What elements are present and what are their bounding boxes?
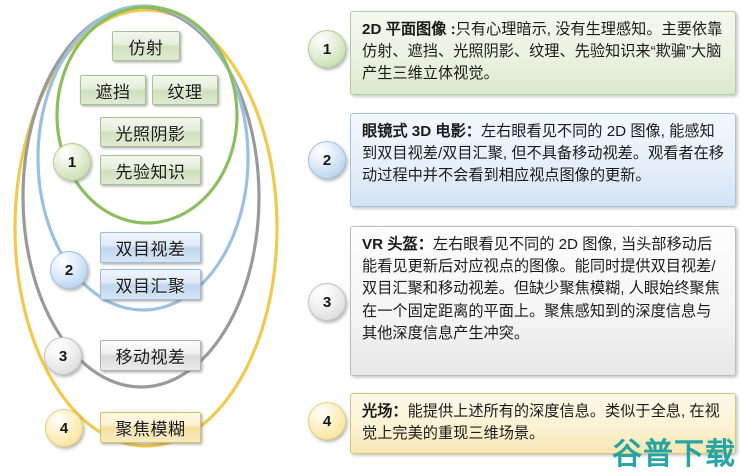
panel-lead: VR 头盔：	[362, 236, 433, 253]
node-label: 仿射	[128, 38, 164, 58]
node-box-texture[interactable]: 纹理	[152, 75, 218, 105]
panel-marker-number: 4	[322, 412, 332, 430]
panel-vr-headset[interactable]: VR 头盔：左右眼看见不同的 2D 图像, 当头部移动后能看见更新后对应视点的图…	[350, 226, 736, 376]
outer-yellow-ring	[13, 8, 279, 448]
ring-marker-number: 4	[59, 419, 69, 437]
node-box-lighting-shadow[interactable]: 光照阴影	[100, 117, 201, 147]
panel-body: 左右眼看见不同的 2D 图像, 能感知到双目视差/双目汇聚, 但不具备移动视差。…	[362, 123, 724, 185]
node-box-prior-knowledge[interactable]: 先验知识	[100, 155, 201, 185]
panel-marker-2[interactable]: 2	[308, 141, 346, 179]
node-label: 双目汇聚	[115, 277, 186, 296]
node-label: 纹理	[167, 82, 203, 102]
panel-marker-number: 3	[322, 293, 332, 311]
panel-body: 只有心理暗示, 没有生理感知。主要依靠仿射、遮挡、光照阴影、纹理、先验知识来“欺…	[362, 21, 723, 83]
node-label: 光照阴影	[115, 124, 186, 144]
ring-marker-number: 3	[58, 347, 68, 365]
panel-2d-flat-image[interactable]: 2D 平面图像 :只有心理暗示, 没有生理感知。主要依靠仿射、遮挡、光照阴影、纹…	[350, 11, 736, 95]
ring-marker-4[interactable]: 4	[45, 409, 83, 447]
node-label: 聚焦模糊	[115, 420, 186, 439]
node-box-binocular-parallax[interactable]: 双目视差	[100, 232, 201, 263]
ring-marker-1[interactable]: 1	[53, 143, 91, 181]
panel-body: 能提供上述所有的深度信息。类似于全息, 在视觉上完美的重现三维场景。	[362, 403, 720, 443]
panel-marker-3[interactable]: 3	[308, 283, 346, 321]
panel-lead: 光场：	[362, 403, 408, 420]
node-box-focus-blur[interactable]: 聚焦模糊	[100, 412, 201, 443]
node-label: 双目视差	[115, 240, 186, 259]
node-label: 先验知识	[115, 162, 186, 182]
ring-marker-number: 2	[64, 261, 74, 279]
explanation-panel-list: 1 2D 平面图像 :只有心理暗示, 没有生理感知。主要依靠仿射、遮挡、光照阴影…	[300, 0, 740, 473]
node-box-motion-parallax[interactable]: 移动视差	[100, 340, 201, 371]
ring-marker-2[interactable]: 2	[50, 251, 88, 289]
site-watermark: 谷普下载	[612, 437, 736, 472]
panel-light-field[interactable]: 光场：能提供上述所有的深度信息。类似于全息, 在视觉上完美的重现三维场景。	[350, 393, 736, 454]
panel-marker-number: 1	[322, 40, 332, 58]
panel-marker-number: 2	[322, 151, 332, 169]
ring-marker-3[interactable]: 3	[44, 337, 82, 375]
node-label: 移动视差	[115, 348, 186, 367]
panel-marker-4[interactable]: 4	[308, 402, 346, 440]
nested-ellipse-diagram: 仿射 遮挡 纹理 光照阴影 先验知识 双目视差 双目汇聚 移动视差 聚焦模糊 1	[0, 0, 300, 473]
panel-glasses-3d-movie[interactable]: 眼镜式 3D 电影：左右眼看见不同的 2D 图像, 能感知到双目视差/双目汇聚,…	[350, 113, 736, 207]
node-box-occlusion[interactable]: 遮挡	[80, 75, 146, 105]
panel-lead: 2D 平面图像 :	[362, 21, 456, 38]
ellipse-rings-svg	[13, 4, 279, 448]
node-box-binocular-convergence[interactable]: 双目汇聚	[100, 269, 201, 300]
panel-body: 左右眼看见不同的 2D 图像, 当头部移动后能看见更新后对应视点的图像。能同时提…	[362, 236, 720, 342]
node-box-affine[interactable]: 仿射	[112, 31, 180, 61]
panel-lead: 眼镜式 3D 电影：	[362, 123, 481, 140]
inner-green-ring	[55, 5, 239, 225]
ring-marker-number: 1	[67, 153, 77, 171]
panel-marker-1[interactable]: 1	[308, 30, 346, 68]
gray-ring	[21, 5, 261, 389]
node-label: 遮挡	[95, 82, 131, 102]
